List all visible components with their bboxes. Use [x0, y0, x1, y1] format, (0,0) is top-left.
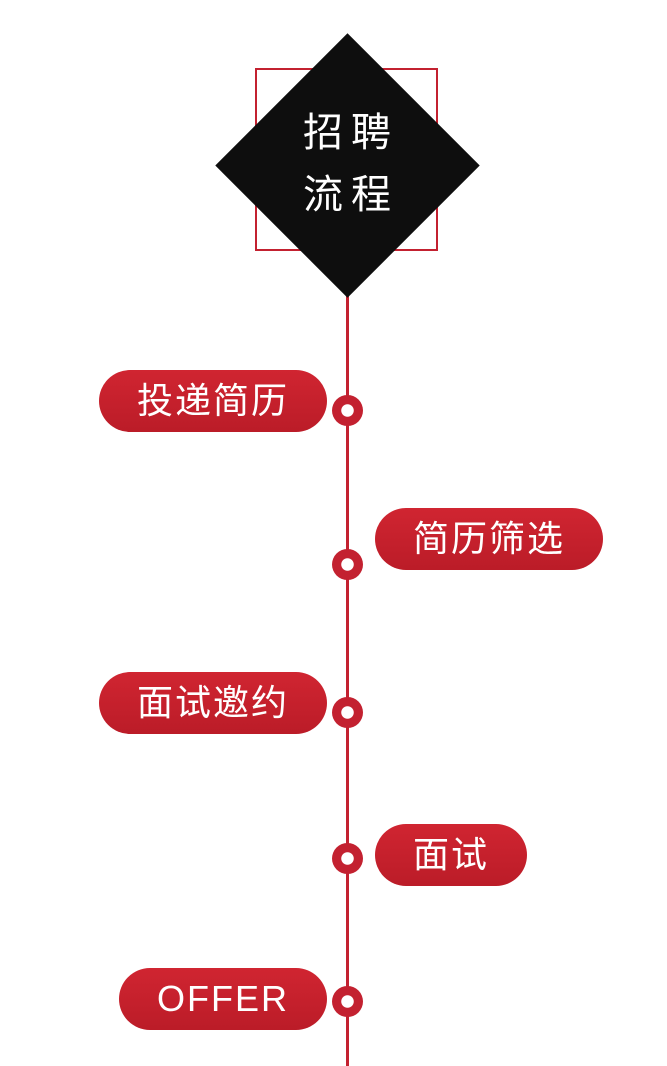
timeline-node: [332, 549, 363, 580]
step-pill-interview: 面试: [375, 824, 528, 886]
step-pill-resume-screening: 简历筛选: [375, 508, 604, 570]
title-line-1: 招聘: [303, 111, 399, 155]
title-line-2: 流程: [303, 173, 399, 217]
page-title: 招聘 流程: [247, 102, 447, 226]
timeline-node: [332, 395, 363, 426]
step-pill-submit-resume: 投递简历: [98, 370, 327, 432]
timeline-node: [332, 843, 363, 874]
step-pill-interview-invitation: 面试邀约: [98, 672, 327, 734]
timeline-node: [332, 697, 363, 728]
step-pill-offer: OFFER: [119, 968, 327, 1030]
timeline-line: [346, 296, 349, 1066]
timeline-node: [332, 986, 363, 1017]
